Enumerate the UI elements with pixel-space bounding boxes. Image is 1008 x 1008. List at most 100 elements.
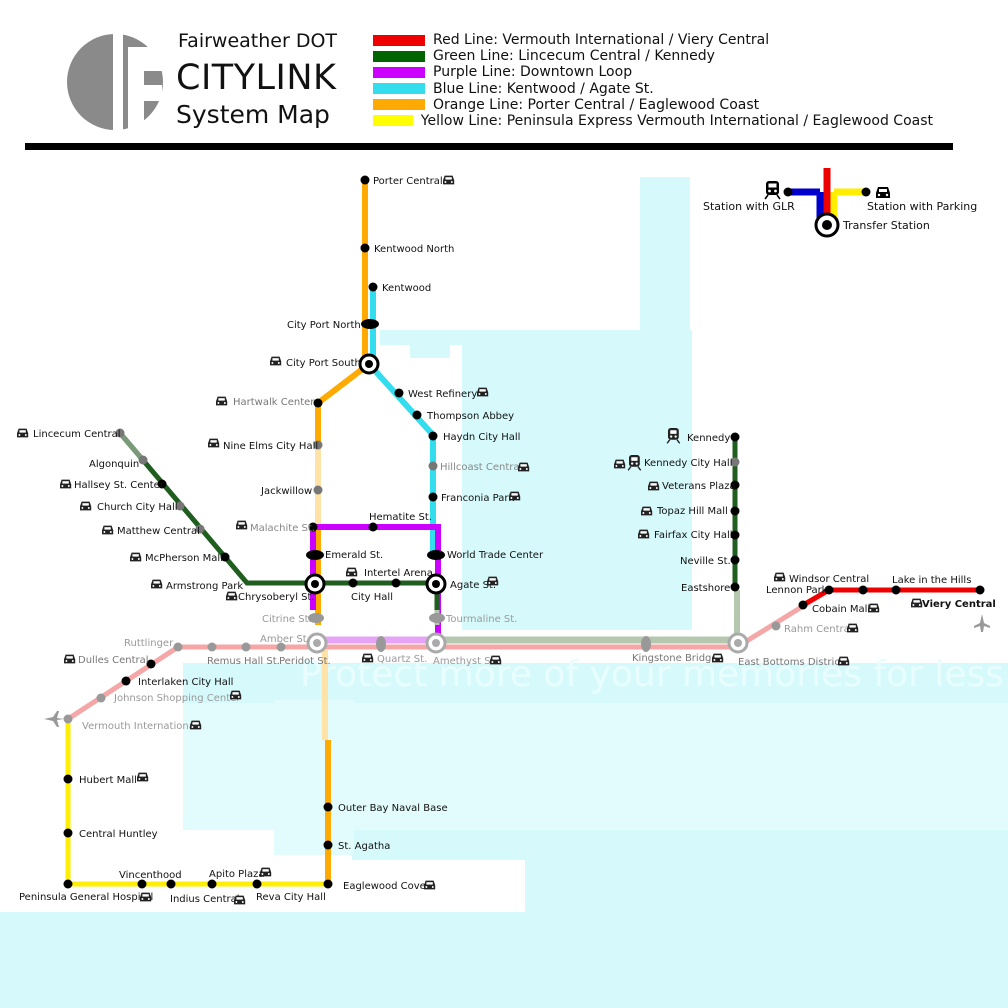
station-dot-ruttlinger[interactable]: [173, 642, 183, 652]
station-dot-church-city-hall[interactable]: [175, 501, 185, 511]
legend-entry-blue: Blue Line: Kentwood / Agate St.: [373, 81, 933, 97]
station-dot-hallsey[interactable]: [157, 479, 167, 489]
station-dot-interlaken[interactable]: [121, 676, 131, 686]
agency-title: Fairweather DOT: [178, 30, 338, 52]
transfer-chrysoberyl[interactable]: [304, 573, 326, 595]
legend-entry-red: Red Line: Vermouth International / Viery…: [373, 32, 933, 48]
station-label: McPherson Mall: [145, 553, 223, 564]
car-icon: [443, 175, 455, 185]
station-dot-viery[interactable]: [975, 585, 985, 595]
station-dot-hartwalk-center[interactable]: [313, 398, 323, 408]
station-dot-kentwood[interactable]: [368, 282, 378, 292]
transfer-agate[interactable]: [425, 573, 447, 595]
station-label: Jackwillow: [260, 486, 312, 497]
station-label: Kennedy: [687, 433, 730, 444]
green-line-faded-west: [118, 431, 145, 462]
station-dot-lake-hills[interactable]: [891, 585, 901, 595]
station-dot-kentwood-north[interactable]: [360, 243, 370, 253]
station-dot-quartz[interactable]: [376, 636, 386, 652]
station-dot-world-trade-center[interactable]: [427, 550, 445, 560]
station-dot-central-huntley[interactable]: [63, 828, 73, 838]
station-labels: Porter Central Kentwood North Kentwood C…: [19, 176, 996, 905]
transfer-amber[interactable]: [306, 632, 328, 654]
station-dot-algonquin[interactable]: [138, 455, 148, 465]
station-dot-tourmaline[interactable]: [429, 613, 445, 623]
station-dot-kennedy-city-hall[interactable]: [730, 457, 740, 467]
station-label: Fairfax City Hall: [654, 530, 733, 541]
station-dot-mcpherson-mall[interactable]: [220, 552, 230, 562]
station-dot-hubert-mall[interactable]: [63, 774, 73, 784]
station-label: East Bottoms District: [738, 657, 844, 668]
station-dot-reva[interactable]: [252, 879, 262, 889]
station-dot-neville[interactable]: [730, 555, 740, 565]
station-dot-emerald[interactable]: [306, 550, 324, 560]
station-dot-peridot[interactable]: [276, 642, 286, 652]
car-icon: [638, 529, 650, 539]
station-label: Malachite St.: [250, 523, 315, 534]
purple-line-swatch: [373, 66, 425, 78]
car-icon: [477, 387, 489, 397]
station-label: Hematite St.: [369, 512, 432, 523]
station-label: Matthew Central: [117, 526, 200, 537]
station-dot-malachite[interactable]: [308, 522, 318, 532]
station-label: Lennon Park: [766, 585, 828, 596]
airplane-icon: [44, 711, 64, 727]
station-dot-apito[interactable]: [207, 879, 217, 889]
station-dot-st-agatha[interactable]: [323, 840, 333, 850]
transfer-east-bottoms[interactable]: [727, 632, 749, 654]
legend-label: Yellow Line: Peninsula Express Vermouth …: [420, 112, 933, 129]
station-dot-cobain[interactable]: [798, 600, 808, 610]
station-dot-topaz-hill[interactable]: [730, 506, 740, 516]
station-dot-intertel-arena[interactable]: [348, 578, 358, 588]
station-dot-lincecum-central[interactable]: [115, 428, 125, 438]
station-dot-matthew-central[interactable]: [195, 524, 205, 534]
station-dot-lennon-park[interactable]: [824, 585, 834, 595]
station-dot-veterans-plaza[interactable]: [730, 480, 740, 490]
station-dot-jackwillow[interactable]: [313, 485, 323, 495]
car-icon: [911, 598, 923, 608]
car-icon: [60, 479, 72, 489]
station-dot-hillcoast-central[interactable]: [428, 461, 438, 471]
station-dot-peninsula-general[interactable]: [63, 879, 73, 889]
station-dot-indius[interactable]: [166, 879, 176, 889]
car-icon: [518, 462, 530, 472]
station-dot-west-refinery[interactable]: [394, 388, 404, 398]
transfer-city-port-south[interactable]: [358, 353, 380, 375]
logo-letter: [128, 47, 166, 130]
station-dot-franconia-park[interactable]: [428, 492, 438, 502]
station-dot-city-port-north[interactable]: [361, 319, 379, 329]
station-dot-johnson[interactable]: [96, 693, 106, 703]
station-dot-fairfax[interactable]: [730, 530, 740, 540]
station-dot-city-hall[interactable]: [391, 578, 401, 588]
station-dot-haydn-city-hall[interactable]: [428, 431, 438, 441]
station-dot-eastshore[interactable]: [730, 582, 740, 592]
station-dot-rahm[interactable]: [771, 621, 781, 631]
station-dot-nine-elms[interactable]: [313, 440, 323, 450]
parking-icons: [17, 175, 923, 905]
station-dot-citrine[interactable]: [308, 613, 324, 623]
station-label: St. Agatha: [338, 841, 390, 852]
station-label: Quartz St.: [377, 654, 427, 665]
legend-entry-green: Green Line: Lincecum Central / Kennedy: [373, 48, 933, 64]
station-dot-hall-st[interactable]: [241, 642, 251, 652]
watermark-notch: [410, 338, 450, 358]
station-dot-outer-bay[interactable]: [323, 802, 333, 812]
station-dot-remus[interactable]: [207, 642, 217, 652]
station-dot-thompson-abbey[interactable]: [412, 410, 422, 420]
station-dot-vincenthood[interactable]: [137, 879, 147, 889]
station-dot-porter-central[interactable]: [360, 175, 370, 185]
station-dot-hematite[interactable]: [368, 522, 378, 532]
station-label: Amber St.: [260, 634, 310, 645]
car-icon: [838, 656, 850, 666]
station-dot-windsor[interactable]: [858, 585, 868, 595]
station-dot-eaglewood[interactable]: [323, 879, 333, 889]
station-label: Veterans Plaza: [662, 481, 736, 492]
station-dot-vermouth[interactable]: [63, 714, 73, 724]
transfer-amethyst[interactable]: [425, 632, 447, 654]
station-dot-dulles[interactable]: [146, 659, 156, 669]
station-dot-kennedy[interactable]: [730, 432, 740, 442]
car-icon: [216, 396, 228, 406]
station-label: Vermouth International: [82, 721, 198, 732]
station-dot-kingstone[interactable]: [641, 636, 651, 652]
